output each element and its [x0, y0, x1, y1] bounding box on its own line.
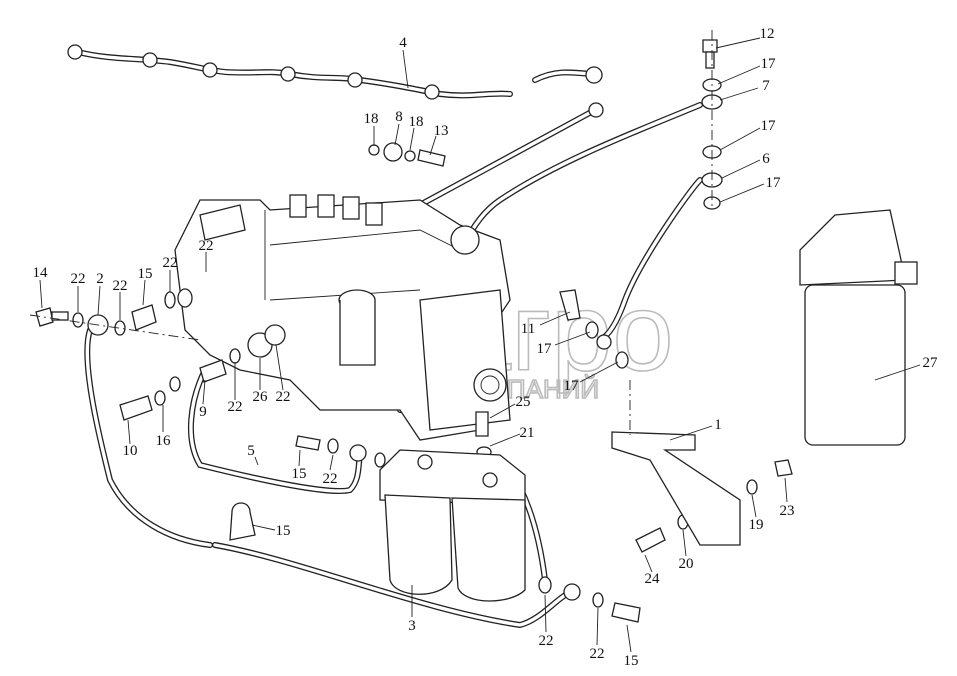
callout-18: 18 [409, 114, 424, 130]
callout-24: 24 [645, 571, 661, 587]
callout-9: 9 [199, 404, 207, 420]
callout-22: 22 [276, 389, 291, 405]
callout-20: 20 [679, 556, 694, 572]
callout-2: 2 [96, 271, 104, 287]
callout-22: 22 [590, 646, 605, 662]
callout-21: 21 [520, 425, 535, 441]
leader-lines [39, 37, 921, 653]
injection-pump [174, 194, 511, 441]
callout-22: 22 [71, 271, 86, 287]
callout-8: 8 [395, 109, 403, 125]
callout-14: 14 [33, 265, 49, 281]
callout-22: 22 [163, 255, 178, 271]
callout-6: 6 [762, 151, 770, 167]
callout-25: 25 [516, 394, 531, 410]
filter-bracket [611, 431, 741, 546]
callout-3: 3 [408, 618, 416, 634]
twin-fuel-filter [379, 449, 526, 602]
fittings [35, 39, 793, 623]
callout-22: 22 [113, 278, 128, 294]
callout-1: 1 [714, 417, 722, 433]
callout-17: 17 [761, 56, 777, 72]
callout-labels: 4 12 17 7 18 8 18 13 17 6 17 22 14 22 2 … [33, 26, 939, 669]
callout-22: 22 [539, 633, 554, 649]
callout-12: 12 [760, 26, 775, 42]
callout-16: 16 [156, 433, 172, 449]
callout-17: 17 [761, 118, 777, 134]
callout-11: 11 [521, 321, 535, 337]
callout-15: 15 [292, 466, 307, 482]
fuel-filter [799, 209, 918, 446]
callout-17: 17 [766, 175, 782, 191]
callout-17: 17 [537, 341, 553, 357]
callout-26: 26 [253, 389, 269, 405]
callout-22: 22 [199, 238, 214, 254]
callout-10: 10 [123, 443, 138, 459]
centerlines [29, 30, 713, 435]
leak-off-pipe [67, 44, 603, 100]
callout-22: 22 [323, 471, 338, 487]
callout-7: 7 [762, 78, 770, 94]
callout-22: 22 [228, 399, 243, 415]
callout-23: 23 [780, 503, 795, 519]
callout-4: 4 [399, 35, 407, 51]
callout-15: 15 [138, 266, 153, 282]
callout-18: 18 [364, 111, 379, 127]
callout-5: 5 [247, 443, 255, 459]
callout-13: 13 [434, 123, 449, 139]
callout-15: 15 [624, 653, 639, 669]
callout-19: 19 [749, 517, 764, 533]
callout-27: 27 [923, 355, 939, 371]
callout-15: 15 [276, 523, 291, 539]
callout-17: 17 [564, 378, 580, 394]
